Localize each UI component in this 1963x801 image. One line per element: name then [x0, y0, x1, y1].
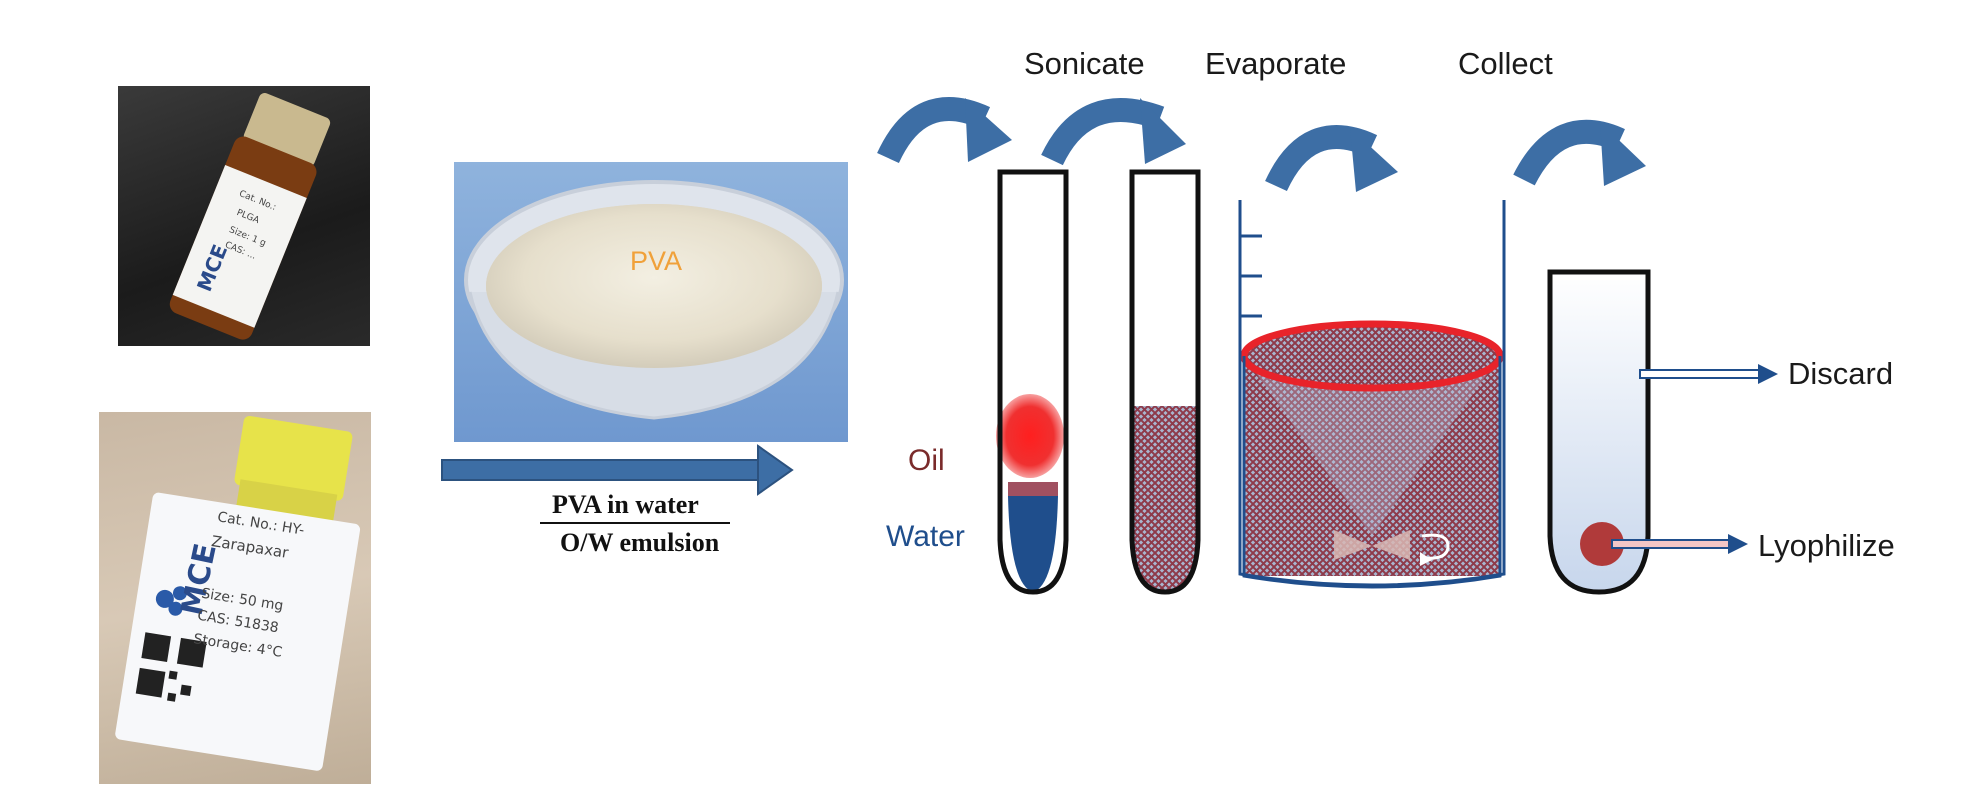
vial-cap	[234, 416, 353, 501]
stir-rotation-icon	[1421, 533, 1450, 560]
emulsion-label-top: PVA in water	[552, 490, 699, 519]
discard-arrow	[1639, 364, 1778, 384]
flow-arrow-right	[441, 444, 794, 496]
curved-arrow-sonicate	[1041, 98, 1186, 166]
zarapaxar-vial-photo: MCE Cat. No.: HY- Zarapaxar Size: 50 mg …	[99, 412, 371, 784]
step-label-sonicate: Sonicate	[1024, 46, 1145, 81]
tube-oil-water	[996, 169, 1069, 595]
emulsion-label-bottom: O/W emulsion	[560, 528, 720, 557]
mce-logo-icon	[155, 586, 187, 616]
step-label-evaporate: Evaporate	[1205, 46, 1347, 81]
output-label-discard: Discard	[1788, 356, 1894, 391]
vial-cap-base	[235, 479, 338, 525]
pva-powder-top	[486, 204, 822, 368]
pva-photo-label: PVA	[630, 246, 683, 276]
plga-vial-photo: MCE Cat. No.: PLGA Size: 1 g CAS: ...	[118, 86, 370, 346]
zarapaxar-vial-graphic	[115, 416, 361, 771]
stir-bar-icon	[1334, 530, 1410, 560]
tube-emulsion	[1129, 169, 1201, 595]
pellet	[1580, 522, 1624, 566]
vial-label	[172, 165, 307, 328]
beaker	[1238, 200, 1506, 589]
vial-label	[115, 492, 361, 771]
oil-droplet	[996, 394, 1064, 478]
curved-arrow-1	[877, 97, 1012, 164]
qr-code-icon	[135, 632, 207, 702]
pva-dish-photo: PVA	[454, 162, 848, 442]
oil-label: Oil	[908, 444, 945, 477]
pva-dish-graphic	[464, 180, 844, 420]
tube-collection	[1547, 269, 1651, 595]
plga-vial-graphic	[169, 93, 331, 340]
beaker-graduations	[1240, 234, 1262, 318]
curved-arrow-evaporate	[1265, 125, 1398, 192]
output-label-lyophilize: Lyophilize	[1758, 528, 1895, 563]
water-label: Water	[886, 520, 965, 553]
lyophilize-arrow	[1611, 534, 1748, 554]
curved-arrow-collect	[1513, 120, 1646, 186]
step-label-collect: Collect	[1458, 46, 1553, 81]
